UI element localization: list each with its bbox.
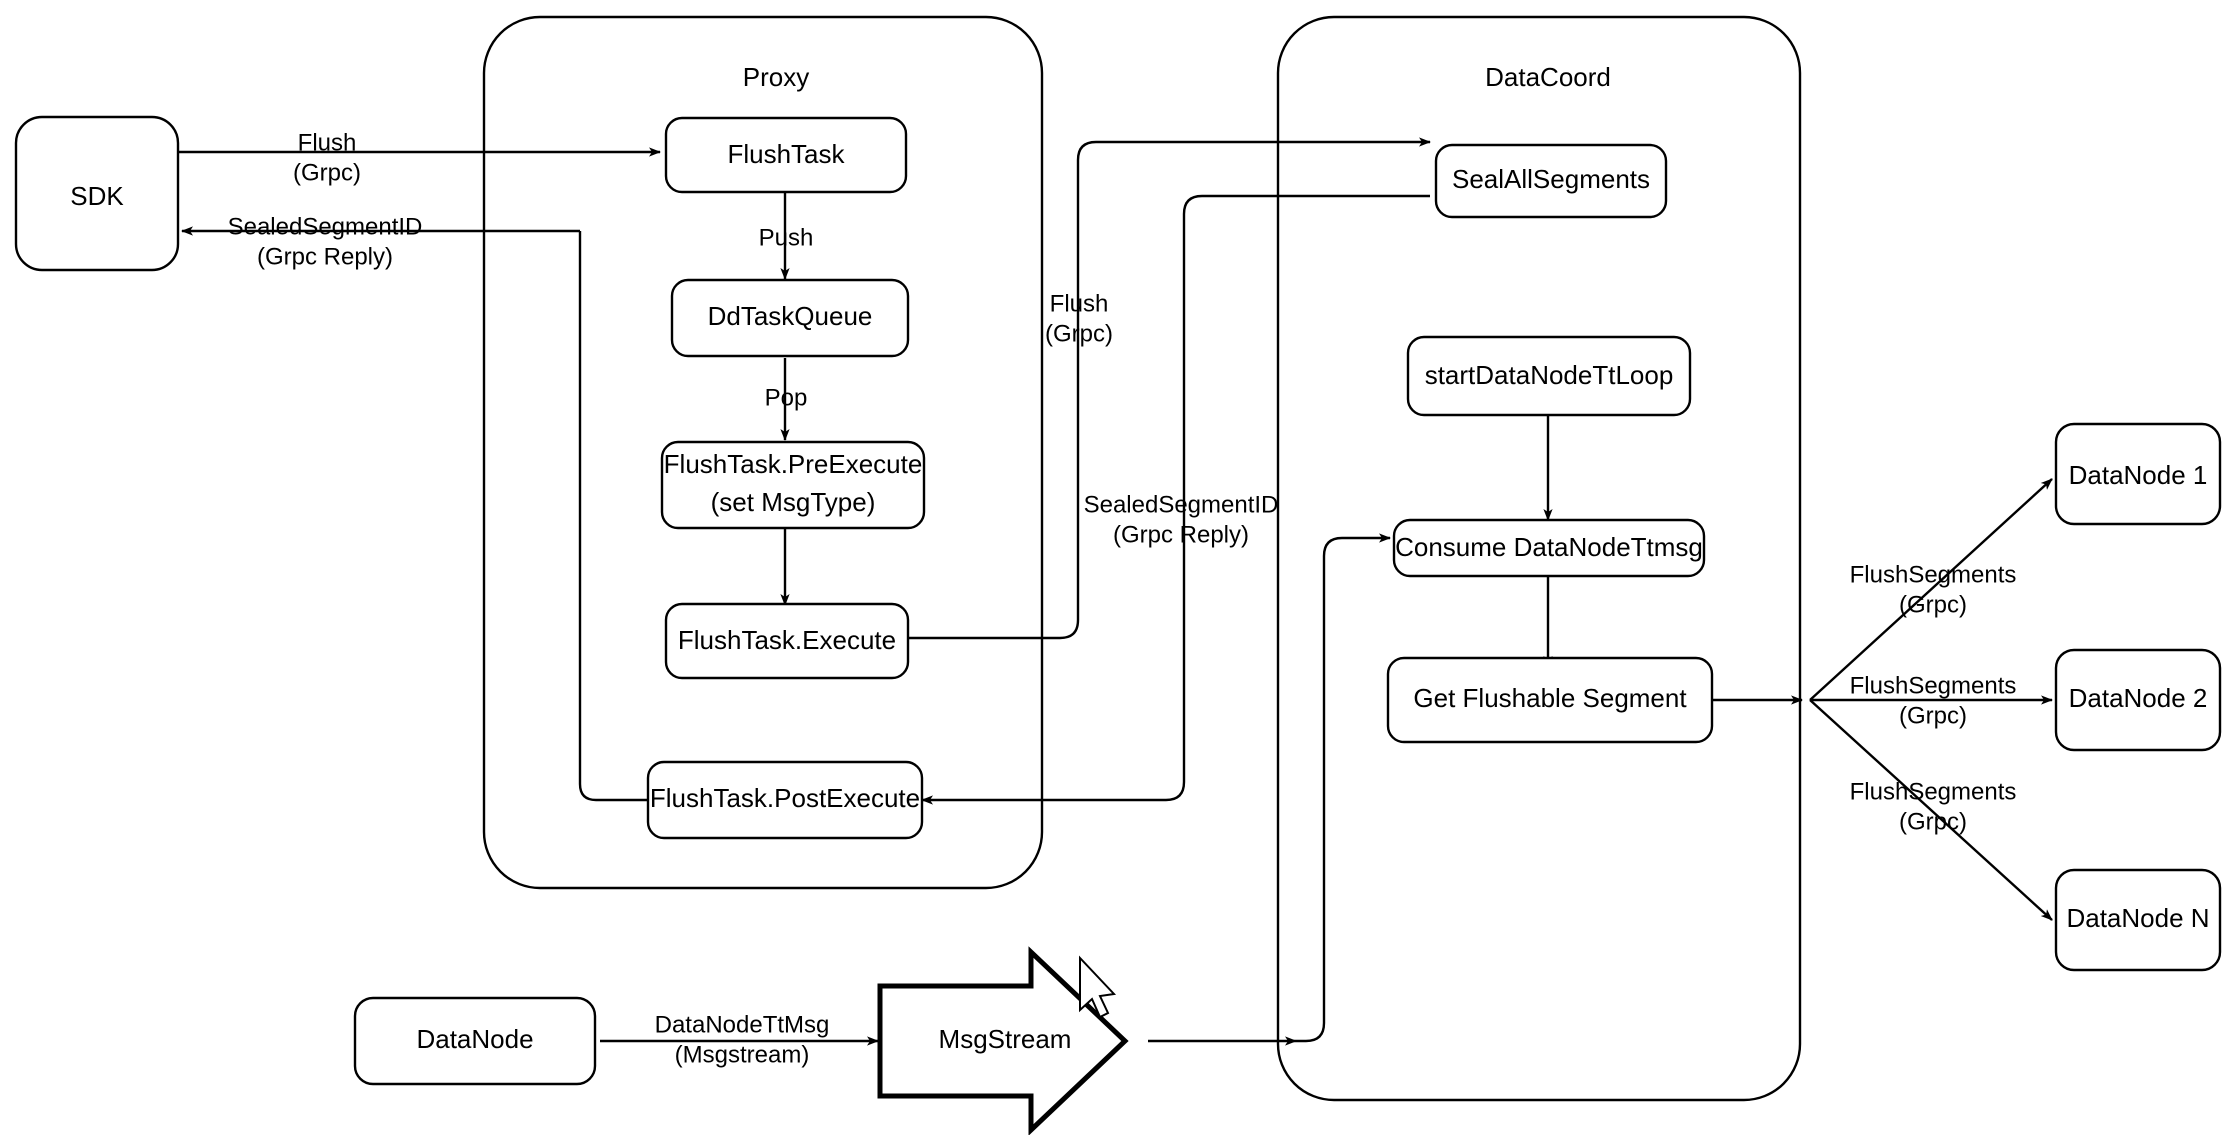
sdk-flush-label-line1: Flush (298, 129, 357, 156)
push-label: Push (759, 224, 814, 251)
node-sealallsegments[interactable]: SealAllSegments (1434, 143, 1668, 219)
edge-label-flushsegments-1: FlushSegments (Grpc) (1850, 561, 2017, 618)
flushsegments2-label-line1: FlushSegments (1850, 672, 2017, 699)
sdk-reply-label-line2: (Grpc Reply) (257, 243, 393, 270)
node-msgstream[interactable]: MsgStream (877, 946, 1129, 1135)
edge-label-flushsegments-2: FlushSegments (Grpc) (1850, 672, 2017, 729)
datanode-ttmsg-label-line2: (Msgstream) (675, 1041, 810, 1068)
msgstream-label: MsgStream (939, 1024, 1072, 1054)
get-flushable-segment-box[interactable] (1386, 656, 1714, 744)
container-datacoord: DataCoord (1276, 15, 1802, 1102)
datanode-source-label: DataNode (416, 1024, 533, 1054)
proxy-container-title: Proxy (743, 62, 809, 92)
datanode-source-box[interactable] (353, 996, 597, 1086)
node-startdatanodettloop[interactable]: startDataNodeTtLoop (1406, 335, 1692, 417)
msgstream-arrow-shape[interactable] (877, 946, 1129, 1135)
sdk-label: SDK (70, 181, 124, 211)
preexecute-label-line1: FlushTask.PreExecute (664, 449, 923, 479)
postexecute-box[interactable] (646, 760, 924, 840)
sdk-flush-label-line2: (Grpc) (293, 159, 361, 186)
node-datanode-2[interactable]: DataNode 2 (2054, 648, 2222, 752)
edge-junction-to-datanode1 (1809, 478, 2053, 701)
datacoord-container-title: DataCoord (1485, 62, 1611, 92)
edge-label-proxy-flush: Flush (Grpc) (1045, 290, 1113, 347)
flushsegments1-label-line2: (Grpc) (1899, 591, 1967, 618)
node-datanode-source[interactable]: DataNode (353, 996, 597, 1086)
node-flushtask-postexecute[interactable]: FlushTask.PostExecute (646, 760, 924, 840)
node-flushtask-preexecute[interactable]: FlushTask.PreExecute (set MsgType) (660, 440, 926, 530)
edge-sealallsegments-to-postexecute (921, 194, 1430, 805)
datanoden-box[interactable] (2054, 868, 2222, 972)
proxy-reply-label-line2: (Grpc Reply) (1113, 521, 1249, 548)
node-get-flushable-segment[interactable]: Get Flushable Segment (1386, 656, 1714, 744)
flushsegments1-label-line1: FlushSegments (1850, 561, 2017, 588)
execute-label: FlushTask.Execute (678, 625, 896, 655)
consume-datanodettmsg-box[interactable] (1392, 518, 1706, 578)
edge-label-sdk-reply: SealedSegmentID (Grpc Reply) (228, 213, 423, 270)
node-flushtask-execute[interactable]: FlushTask.Execute (664, 602, 910, 680)
datanode2-label: DataNode 2 (2069, 683, 2208, 713)
sealallsegments-box[interactable] (1434, 143, 1668, 219)
sealallsegments-label: SealAllSegments (1452, 164, 1650, 194)
datanode1-label: DataNode 1 (2069, 460, 2208, 490)
node-ddtaskqueue[interactable]: DdTaskQueue (670, 278, 910, 358)
container-proxy: Proxy (482, 15, 1044, 890)
datanoden-label: DataNode N (2066, 903, 2209, 933)
edge-label-pop: Pop (765, 384, 808, 411)
node-consume-datanodettmsg[interactable]: Consume DataNodeTtmsg (1392, 518, 1706, 578)
edge-junction-to-datanoden (1809, 699, 2053, 921)
node-sdk[interactable]: SDK (14, 115, 180, 272)
node-datanode-1[interactable]: DataNode 1 (2054, 422, 2222, 526)
datanode1-box[interactable] (2054, 422, 2222, 526)
preexecute-label-line2: (set MsgType) (711, 487, 876, 517)
datanode2-box[interactable] (2054, 648, 2222, 752)
sdk-reply-label-line1: SealedSegmentID (228, 213, 423, 240)
edge-execute-to-sealallsegments (908, 137, 1431, 640)
preexecute-box[interactable] (660, 440, 926, 530)
sdk-box[interactable] (14, 115, 180, 272)
proxy-flush-label-line2: (Grpc) (1045, 320, 1113, 347)
pop-label: Pop (765, 384, 808, 411)
startdatanodettloop-label: startDataNodeTtLoop (1425, 360, 1674, 390)
flushsegmentsn-label-line2: (Grpc) (1899, 808, 1967, 835)
ddtaskqueue-box[interactable] (670, 278, 910, 358)
flushsegments2-label-line2: (Grpc) (1899, 702, 1967, 729)
proxy-container-outline (482, 15, 1044, 890)
edge-label-flushsegments-n: FlushSegments (Grpc) (1850, 778, 2017, 835)
edge-label-proxy-reply: SealedSegmentID (Grpc Reply) (1084, 491, 1279, 548)
consume-datanodettmsg-label: Consume DataNodeTtmsg (1395, 532, 1703, 562)
edge-label-push: Push (759, 224, 814, 251)
proxy-flush-label-line1: Flush (1050, 290, 1109, 317)
datanode-ttmsg-label-line1: DataNodeTtMsg (655, 1011, 830, 1038)
flushtask-label: FlushTask (727, 139, 845, 169)
flushtask-box[interactable] (664, 116, 908, 194)
datacoord-container-outline (1276, 15, 1802, 1102)
proxy-reply-label-line1: SealedSegmentID (1084, 491, 1279, 518)
edge-label-sdk-flush: Flush (Grpc) (293, 129, 361, 186)
execute-box[interactable] (664, 602, 910, 680)
flushsegmentsn-label-line1: FlushSegments (1850, 778, 2017, 805)
node-datanode-n[interactable]: DataNode N (2054, 868, 2222, 972)
postexecute-label: FlushTask.PostExecute (650, 783, 920, 813)
edge-datacoord-boundary-to-consume (1296, 533, 1391, 1043)
edge-postexecute-to-reply (578, 231, 648, 802)
node-flushtask[interactable]: FlushTask (664, 116, 908, 194)
ddtaskqueue-label: DdTaskQueue (708, 301, 873, 331)
mouse-cursor-icon (1079, 955, 1117, 1019)
startdatanodettloop-box[interactable] (1406, 335, 1692, 417)
get-flushable-segment-label: Get Flushable Segment (1413, 683, 1687, 713)
edge-label-datanode-ttmsg: DataNodeTtMsg (Msgstream) (655, 1011, 830, 1068)
